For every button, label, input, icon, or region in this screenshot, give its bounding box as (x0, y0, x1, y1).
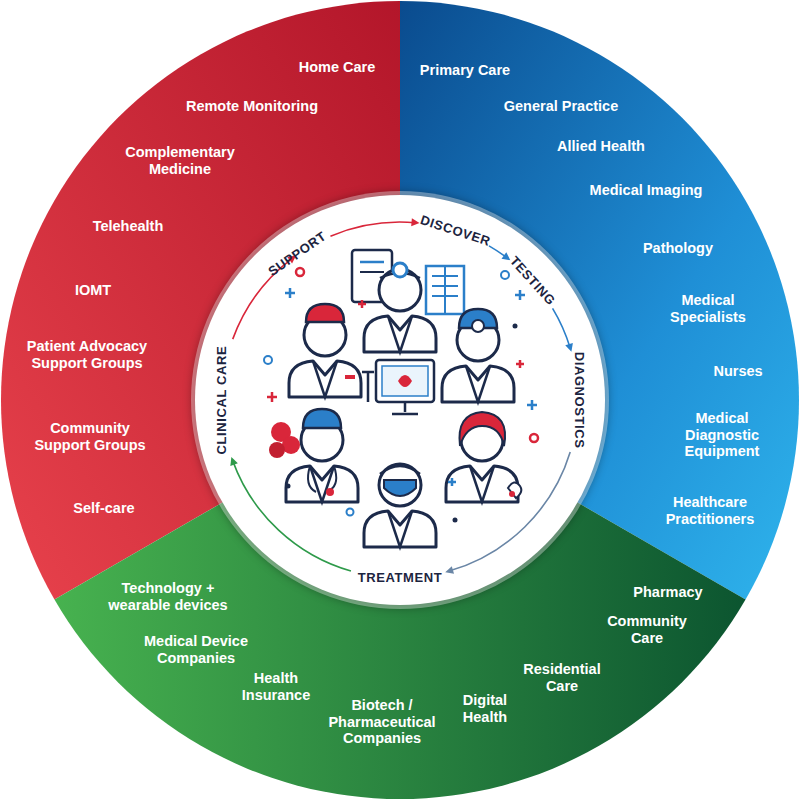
sector-label: Medical Device Companies (139, 633, 254, 666)
sector-label: Healthcare Practitioners (655, 494, 765, 527)
cycle-arrow (553, 308, 571, 348)
sector-label: Pathology (643, 240, 713, 257)
arrow-head (565, 343, 573, 352)
arrow-head (502, 252, 511, 260)
cycle-step: DIAGNOSTICS (571, 352, 585, 449)
sector-label: Medical Diagnostic Equipment (675, 410, 770, 460)
sector-label: Telehealth (93, 218, 164, 235)
cycle-step: SUPPORT (266, 229, 329, 279)
sector-label: Community Support Groups (28, 420, 153, 453)
medical-illustration (195, 195, 605, 605)
cycle-step: TREATMENT (358, 571, 443, 585)
sector-label: Community Care (601, 613, 693, 646)
sector-label: General Practice (504, 98, 618, 115)
sector-label: Biotech / Pharmaceutical Companies (322, 697, 442, 747)
sector-label: Medical Imaging (590, 182, 703, 199)
cycle-step: DISCOVER (418, 213, 492, 249)
sector-label: Complementary Medicine (118, 144, 243, 177)
sector-label: Pharmacy (633, 584, 702, 601)
arrow-head (230, 457, 238, 466)
sector-label: Medical Specialists (661, 292, 756, 325)
sector-label: Primary Care (420, 62, 510, 79)
cycle-circle: SUPPORT DISCOVER TESTING DIAGNOSTICS TREATME… (195, 195, 605, 605)
sector-label: Residential Care (516, 661, 608, 694)
cycle-step: CLINICAL CARE (215, 346, 229, 455)
sector-label: Home Care (299, 59, 376, 76)
sector-label: Self-care (73, 500, 134, 517)
cycle-arrow (449, 452, 570, 571)
sector-label: Health Insurance (236, 670, 316, 703)
sector-label: Allied Health (557, 138, 645, 155)
cycle-step: TESTING (507, 254, 558, 309)
sector-label: Patient Advocacy Support Groups (20, 338, 155, 371)
cycle-arrow (233, 461, 351, 571)
sector-label: Nurses (713, 363, 762, 380)
sector-label: Technology + wearable devices (101, 580, 236, 613)
sector-label: Digital Health (450, 692, 520, 725)
arrow-head (411, 218, 419, 226)
sector-label: Remote Monitoring (186, 98, 318, 115)
arrow-head (445, 566, 454, 574)
cycle-arrow (330, 222, 415, 236)
sector-label: IOMT (75, 282, 111, 299)
